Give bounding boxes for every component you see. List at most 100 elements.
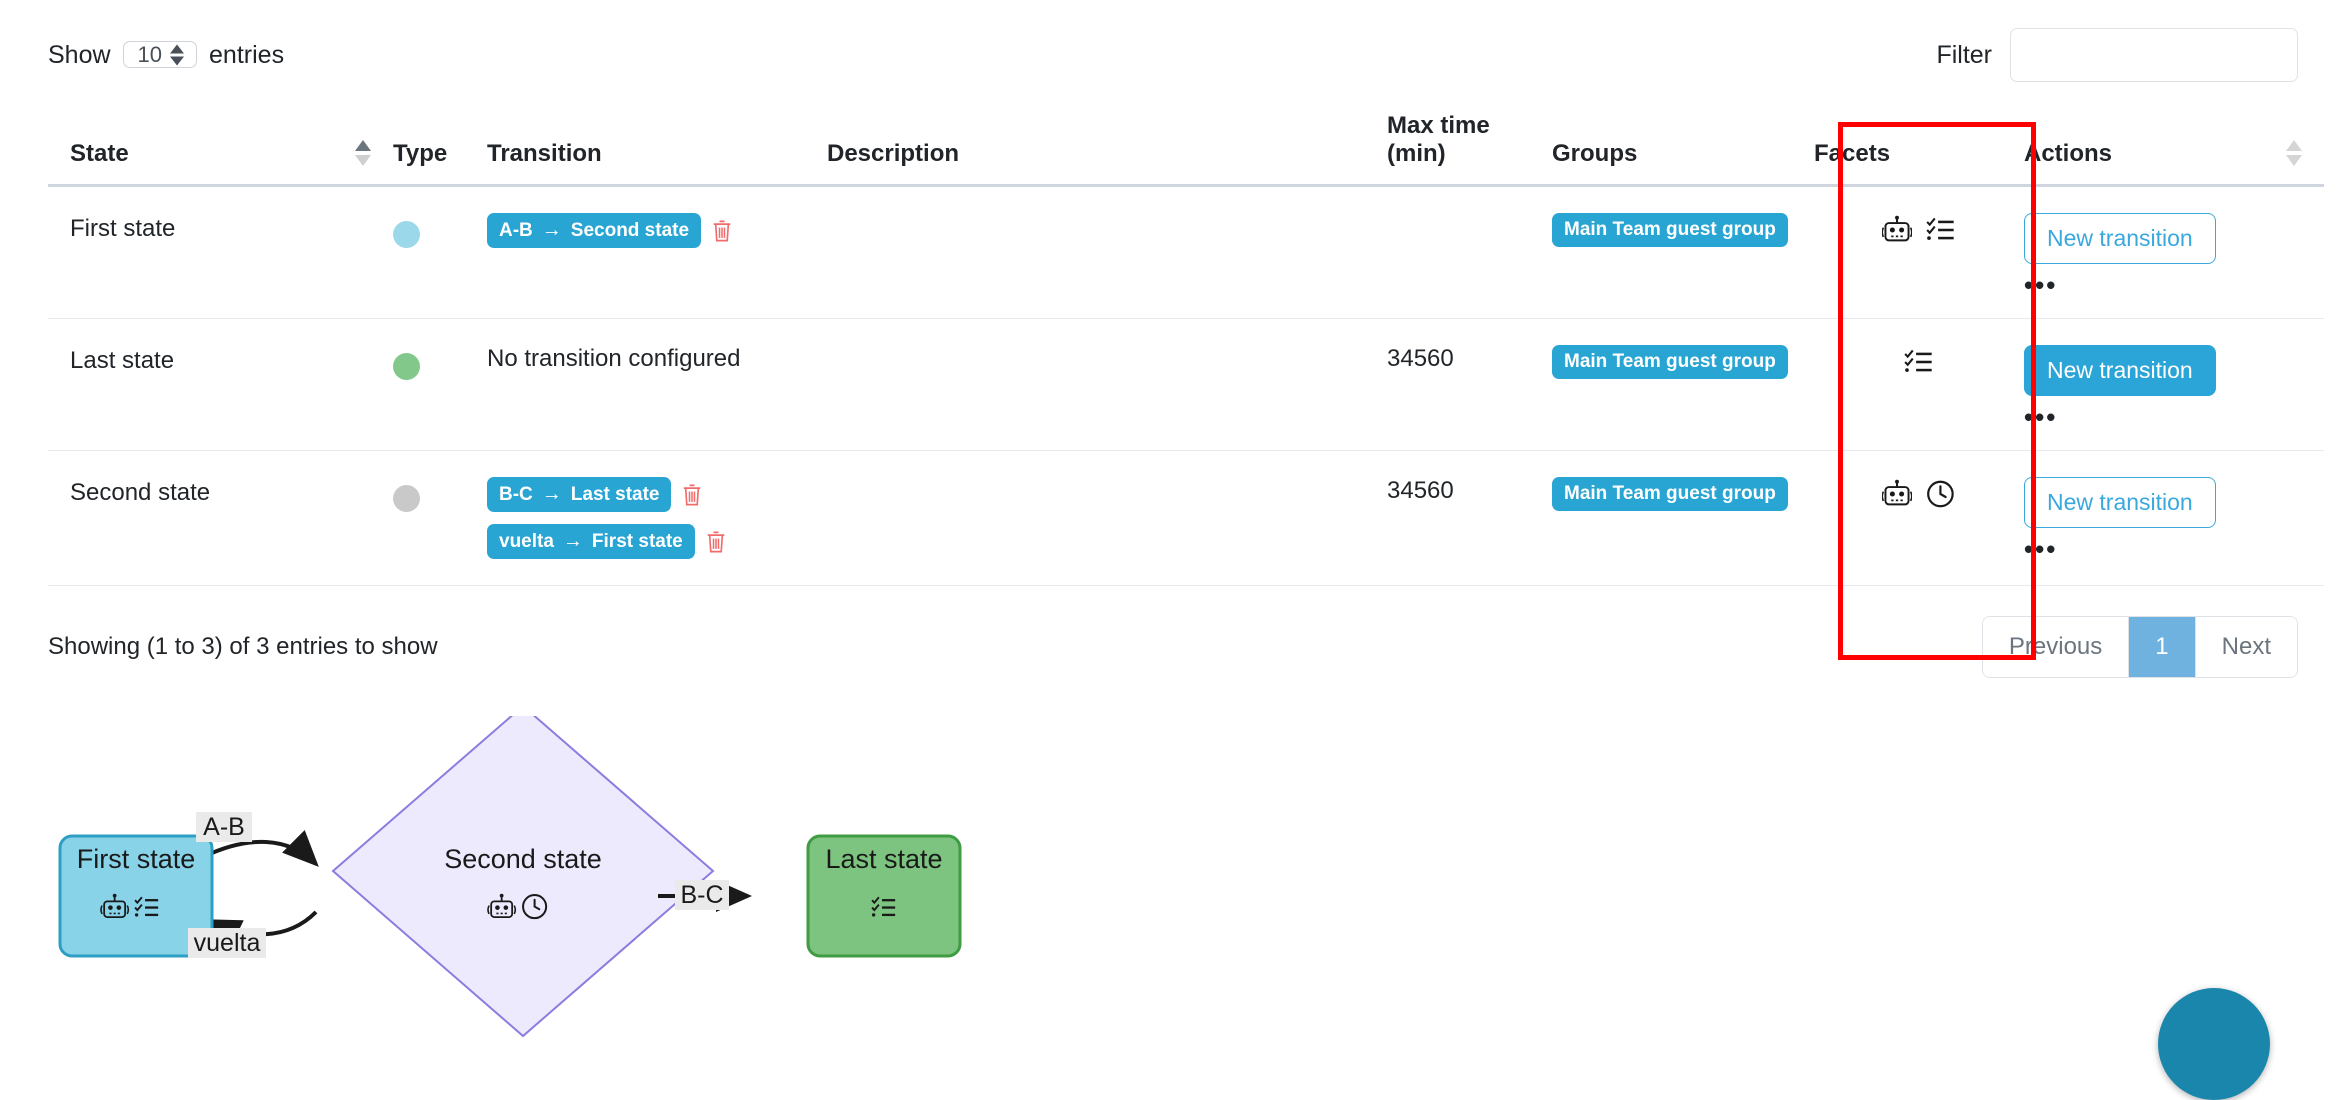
diagram-node-first-state-shape[interactable] (58, 834, 214, 958)
transition-entry: vuelta→First state (487, 524, 827, 559)
checklist-icon[interactable] (1904, 347, 1934, 377)
transition-name: vuelta (499, 530, 554, 552)
transition-badge[interactable]: B-C → Last state (487, 477, 672, 512)
cell-facets (1814, 185, 2024, 319)
cell-groups: Main Team guest group (1552, 450, 1814, 586)
diagram-edge-label-vuelta: vuelta (194, 929, 261, 957)
row-more-actions-button[interactable]: ••• (2024, 270, 2058, 300)
column-label-state: State (70, 140, 129, 167)
transition-badge[interactable]: vuelta→First state (487, 524, 695, 559)
trash-icon[interactable] (681, 482, 703, 508)
robot-icon[interactable] (1882, 215, 1912, 245)
diagram-node-last-state-shape[interactable] (806, 834, 962, 958)
column-label-facets: Facets (1814, 140, 1891, 167)
cell-type (393, 185, 487, 319)
cell-transition: No transition configured (487, 318, 827, 451)
state-type-dot (393, 221, 420, 248)
cell-state: Second state (48, 450, 393, 586)
arrow-right-icon: → (541, 219, 562, 241)
column-header-type[interactable]: Type (393, 90, 487, 187)
cell-state: First state (48, 185, 393, 319)
column-header-groups[interactable]: Groups (1552, 90, 1814, 187)
robot-icon[interactable] (1882, 479, 1912, 509)
transition-target: Last state (570, 483, 660, 505)
column-label-type: Type (393, 140, 448, 167)
column-header-transition[interactable]: Transition (487, 90, 827, 187)
diagram-edge-first-to-second (204, 830, 319, 867)
diagram-svg: First state Second state Last state A-B … (58, 716, 962, 1038)
table-row: Second state B-C → Last state vuelta→First s… (48, 450, 2324, 586)
states-page: Show 10 entries Filter State Type (48, 0, 2324, 1100)
clock-icon[interactable] (1926, 479, 1956, 509)
column-label-transition: Transition (487, 140, 602, 167)
filter-label: Filter (1936, 40, 1992, 69)
cell-type (393, 450, 487, 586)
table-footer: Showing (1 to 3) of 3 entries to show Pr… (48, 616, 2298, 678)
entries-info: Showing (1 to 3) of 3 entries to show (48, 633, 438, 660)
state-type-dot (393, 485, 420, 512)
group-badge[interactable]: Main Team guest group (1552, 477, 1788, 511)
transition-badge[interactable]: A-B→Second state (487, 213, 702, 248)
row-more-actions-button[interactable]: ••• (2024, 534, 2058, 564)
filter-input[interactable] (2010, 28, 2298, 82)
column-header-state[interactable]: State (48, 90, 393, 187)
diagram-node-label-last-state: Last state (825, 844, 942, 874)
column-header-actions[interactable]: Actions (2024, 90, 2324, 187)
diagram-node-label-second-state: Second state (444, 844, 602, 874)
states-table: State Type Transition Description Max ti… (48, 90, 2324, 586)
trash-icon[interactable] (711, 218, 733, 244)
page-length-control: Show 10 entries (48, 29, 284, 81)
cell-description (827, 185, 1387, 319)
floating-action-button[interactable] (2158, 988, 2270, 1100)
pagination-next[interactable]: Next (2195, 617, 2297, 677)
cell-description (827, 450, 1387, 586)
column-label-actions: Actions (2024, 140, 2113, 167)
diagram-edge-second-to-first (204, 910, 318, 950)
new-transition-button[interactable]: New transition (2024, 477, 2216, 528)
diagram-node-label-first-state: First state (77, 844, 196, 874)
state-name: Second state (70, 479, 211, 506)
diagram-icon-robot-first-state (100, 893, 130, 918)
cell-transition: B-C → Last state vuelta→First state (487, 450, 827, 586)
diagram-icon-robot-second-state (487, 893, 517, 918)
checklist-icon[interactable] (1926, 215, 1956, 245)
column-header-facets[interactable]: Facets (1814, 90, 2024, 187)
diagram-edge-label-bc: B-C (680, 881, 723, 909)
new-transition-button[interactable]: New transition (2024, 345, 2216, 396)
cell-facets (1814, 318, 2024, 451)
page-length-select[interactable]: 10 (122, 29, 198, 81)
diagram-icon-checklist-first-state (134, 896, 159, 917)
column-header-max-time[interactable]: Max time (min) (1387, 90, 1552, 187)
diagram-icon-clock-second-state (522, 894, 548, 920)
group-badge[interactable]: Main Team guest group (1552, 345, 1788, 379)
table-head: State Type Transition Description Max ti… (48, 90, 2324, 187)
arrow-right-icon: → (541, 483, 562, 505)
new-transition-button[interactable]: New transition (2024, 213, 2216, 264)
cell-max-time: 34560 (1387, 318, 1552, 451)
column-header-description[interactable]: Description (827, 90, 1387, 187)
page-length-value[interactable]: 10 (122, 41, 198, 68)
row-more-actions-button[interactable]: ••• (2024, 402, 2058, 432)
facet-icon-group (1814, 213, 2024, 245)
pagination: Previous 1 Next (1981, 616, 2298, 678)
facet-icon-group (1814, 345, 2024, 377)
sort-ascending-icon (355, 140, 371, 166)
cell-actions: New transition ••• (2024, 450, 2324, 586)
diagram-edge-label-ab: A-B (203, 813, 245, 841)
diagram-node-second-state-shape[interactable] (331, 716, 715, 1038)
pagination-previous[interactable]: Previous (1982, 617, 2130, 677)
cell-state: Last state (48, 318, 393, 451)
transition-name: B-C (499, 483, 533, 505)
pagination-page-1[interactable]: 1 (2129, 617, 2196, 677)
state-machine-diagram: First state Second state Last state A-B … (48, 716, 2298, 1100)
diagram-edge-label-bg-bc (675, 880, 729, 910)
no-transition-text: No transition configured (487, 345, 741, 372)
cell-max-time: 34560 (1387, 450, 1552, 586)
diagram-edge-label-bg-vuelta (188, 928, 266, 958)
table-controls: Show 10 entries Filter (48, 0, 2298, 90)
trash-icon[interactable] (705, 529, 727, 555)
group-badge[interactable]: Main Team guest group (1552, 213, 1788, 247)
table-header-row: State Type Transition Description Max ti… (48, 90, 2324, 187)
facet-icon-group (1814, 477, 2024, 509)
